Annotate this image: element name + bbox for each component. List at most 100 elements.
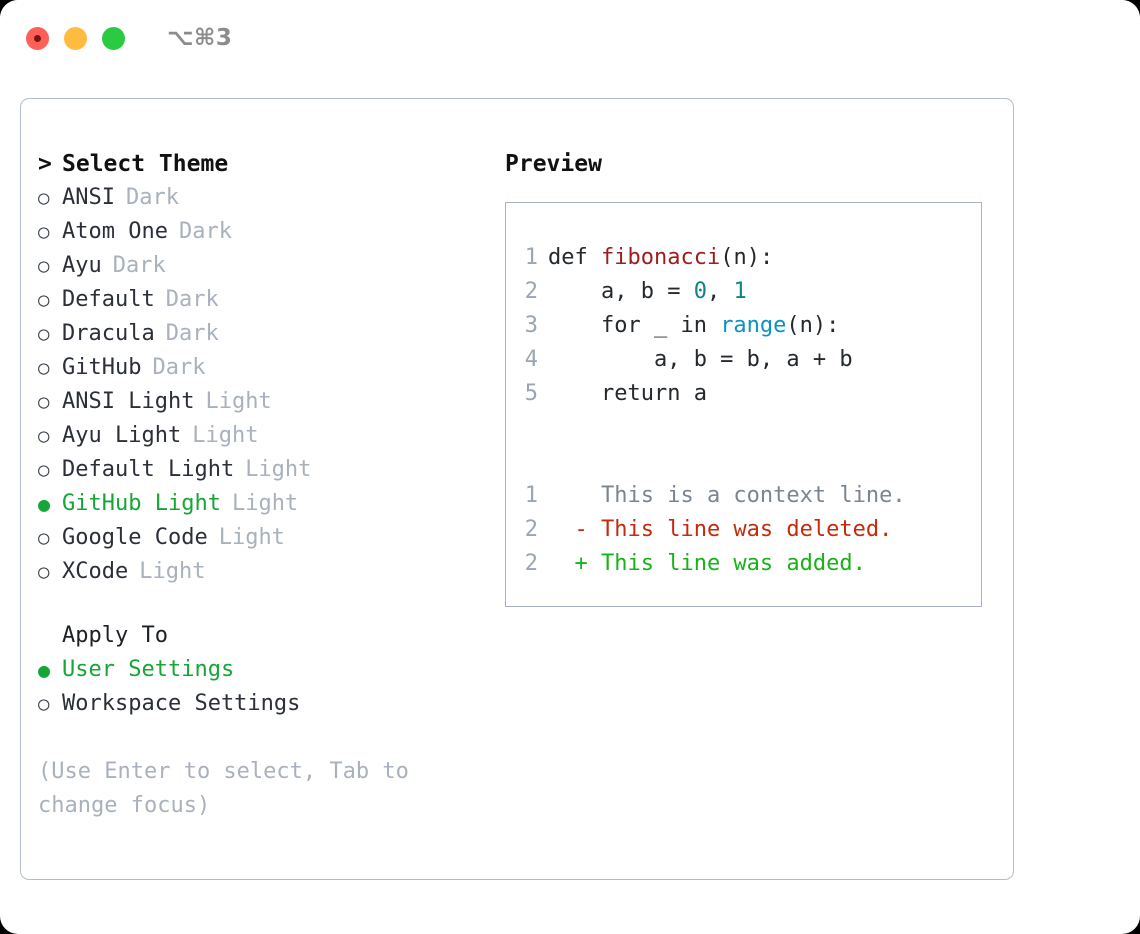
radio-unselected-icon: ○ xyxy=(38,221,50,243)
traffic-light-group xyxy=(26,26,125,50)
code-token: (n): xyxy=(720,245,774,270)
code-line-content: a, b = b, a + b xyxy=(548,343,853,377)
radio-unselected-icon: ○ xyxy=(38,391,50,413)
theme-option-atom-one[interactable]: ○ Atom One Dark xyxy=(38,215,483,249)
diff-marker: + xyxy=(548,551,601,576)
code-spacer-2 xyxy=(506,445,981,479)
keyboard-shortcut-label: ⌥⌘3 xyxy=(167,25,233,51)
diff-sample: 1 This is a context line.2 - This line w… xyxy=(506,479,981,581)
select-theme-header: > Select Theme xyxy=(38,147,483,181)
radio-unselected-icon: ○ xyxy=(38,357,50,379)
theme-option-label: XCode xyxy=(62,559,129,584)
theme-option-label: Ayu xyxy=(62,253,102,278)
radio-unselected-icon: ○ xyxy=(38,425,50,447)
theme-option-label: Google Code xyxy=(62,525,208,550)
theme-variant-badge: Light xyxy=(245,457,312,482)
diff-line-content: - This line was deleted. xyxy=(548,513,892,547)
theme-variant-badge: Light xyxy=(139,559,206,584)
theme-option-label: Default xyxy=(62,287,155,312)
apply-to-option-workspace-settings[interactable]: ○ Workspace Settings xyxy=(38,687,483,721)
code-spacer xyxy=(506,411,981,445)
code-token: a, b = xyxy=(548,279,694,304)
line-number: 2 xyxy=(524,279,538,304)
theme-variant-badge: Light xyxy=(231,491,299,516)
maximize-window-icon[interactable] xyxy=(102,26,125,50)
line-number: 1 xyxy=(524,483,538,508)
apply-to-option-list[interactable]: ●User Settings ○ Workspace Settings xyxy=(38,653,483,721)
diff-line: 2 - This line was deleted. xyxy=(506,513,981,547)
radio-selected-icon: ● xyxy=(38,658,51,682)
code-line: 2 a, b = 0, 1 xyxy=(506,275,981,309)
theme-variant-badge: Light xyxy=(192,423,259,448)
theme-option-label: Default Light xyxy=(62,457,235,482)
diff-line: 2 + This line was added. xyxy=(506,547,981,581)
theme-option-label: ANSI xyxy=(62,185,115,210)
theme-option-ayu-light[interactable]: ○ Ayu Light Light xyxy=(38,419,483,453)
code-line: 5 return a xyxy=(506,377,981,411)
select-theme-title: Select Theme xyxy=(62,151,229,177)
apply-to-option-label: Workspace Settings xyxy=(62,691,301,716)
code-line-content: a, b = 0, 1 xyxy=(548,275,747,309)
title-bar: ⌥⌘3 xyxy=(0,0,1140,76)
code-token: (n): xyxy=(786,313,840,338)
radio-unselected-icon: ○ xyxy=(38,693,50,715)
radio-unselected-icon: ○ xyxy=(38,323,50,345)
theme-option-ansi[interactable]: ○ ANSI Dark xyxy=(38,181,483,215)
theme-variant-badge: Dark xyxy=(165,321,219,346)
theme-variant-badge: Light xyxy=(205,389,272,414)
theme-option-github[interactable]: ○ GitHub Dark xyxy=(38,351,483,385)
code-token: 1 xyxy=(733,279,747,304)
diff-line-content: + This line was added. xyxy=(548,547,866,581)
theme-variant-badge: Dark xyxy=(178,219,232,244)
theme-option-dracula[interactable]: ○ Dracula Dark xyxy=(38,317,483,351)
radio-unselected-icon: ○ xyxy=(38,527,50,549)
radio-selected-icon: ● xyxy=(38,492,51,516)
code-token: fibonacci xyxy=(600,245,721,270)
code-token: 0 xyxy=(693,279,707,304)
radio-unselected-icon: ○ xyxy=(38,459,50,481)
diff-line-content: This is a context line. xyxy=(548,479,906,513)
apply-to-header: Apply To xyxy=(62,623,168,648)
caret-icon: > xyxy=(38,151,52,177)
minimize-window-icon[interactable] xyxy=(64,26,87,50)
theme-option-github-light[interactable]: ● GitHub Light Light xyxy=(38,487,483,521)
keyboard-hint-text: (Use Enter to select, Tab to change focu… xyxy=(38,759,423,818)
theme-variant-badge: Dark xyxy=(165,287,219,312)
theme-option-label: Ayu Light xyxy=(62,423,182,448)
diff-text: This line was added. xyxy=(600,551,866,576)
code-line: 4 a, b = b, a + b xyxy=(506,343,981,377)
theme-option-default-light[interactable]: ○ Default Light Light xyxy=(38,453,483,487)
close-window-icon[interactable] xyxy=(26,26,49,50)
radio-unselected-icon: ○ xyxy=(38,187,50,209)
apply-to-option-user-settings[interactable]: ●User Settings xyxy=(38,653,483,687)
theme-option-label: Dracula xyxy=(62,321,155,346)
theme-option-label: GitHub Light xyxy=(62,491,221,516)
preview-title: Preview xyxy=(505,151,602,177)
code-line-content: def fibonacci(n): xyxy=(548,241,773,275)
theme-option-label: GitHub xyxy=(62,355,142,380)
code-line-content: return a xyxy=(548,377,707,411)
theme-variant-badge: Dark xyxy=(125,185,179,210)
theme-variant-badge: Dark xyxy=(152,355,206,380)
line-number: 2 xyxy=(524,551,538,576)
diff-text: This line was deleted. xyxy=(600,517,893,542)
diff-marker xyxy=(548,483,601,508)
code-line-content: for _ in range(n): xyxy=(548,309,839,343)
line-number: 2 xyxy=(524,517,538,542)
line-number: 4 xyxy=(524,347,538,372)
theme-option-label: Atom One xyxy=(62,219,168,244)
diff-line: 1 This is a context line. xyxy=(506,479,981,513)
